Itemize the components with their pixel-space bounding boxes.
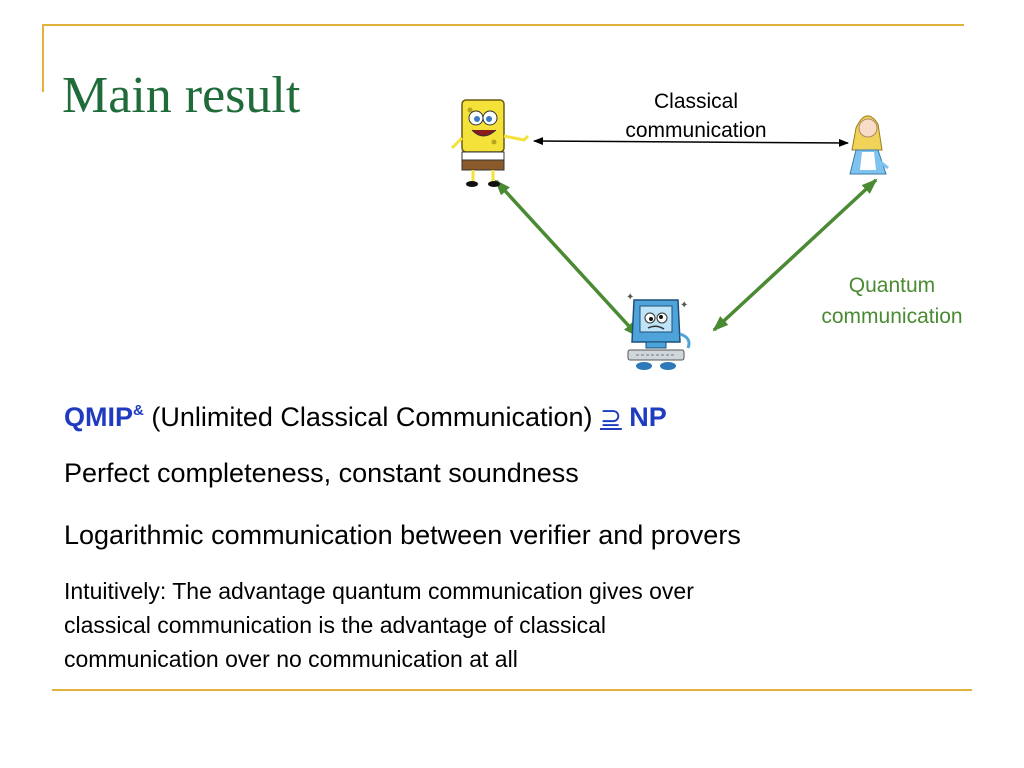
intuition-line-3: communication over no communication at a…: [64, 646, 518, 672]
computer-verifier-icon: ✦ ✦: [626, 292, 691, 370]
main-result-statement: QMIP& (Unlimited Classical Communication…: [64, 394, 667, 435]
complexity-class-superscript: &: [133, 402, 144, 419]
complexity-class-name: QMIP: [64, 402, 134, 432]
quantum-communication-label: Quantum communication: [792, 270, 992, 332]
quantum-arrow-left: [494, 179, 640, 338]
quantum-label-line1: Quantum: [848, 274, 936, 297]
condition-text: (Unlimited Classical Communication): [143, 402, 600, 432]
quantum-arrow-right: [712, 178, 878, 332]
classical-communication-label: Classical communication: [596, 87, 796, 145]
frame-left-border: [42, 24, 44, 92]
alice-prover-icon: [849, 115, 889, 175]
intuition-line-1: Intuitively: The advantage quantum commu…: [64, 578, 694, 604]
sponge-prover-icon: [450, 99, 530, 187]
intuition-paragraph: Intuitively: The advantage quantum commu…: [64, 574, 924, 676]
target-class-name: NP: [621, 402, 667, 432]
svg-text:✦: ✦: [626, 292, 634, 303]
intuition-line-2: classical communication is the advantage…: [64, 612, 607, 638]
frame-bottom-border: [52, 689, 972, 691]
classical-arrow: [533, 137, 849, 147]
classical-label-line2: communication: [625, 119, 767, 142]
completeness-statement: Perfect completeness, constant soundness: [64, 458, 579, 488]
quantum-label-line2: communication: [821, 305, 963, 328]
communication-statement: Logarithmic communication between verifi…: [64, 520, 741, 550]
supset-symbol: ⊇: [600, 403, 622, 433]
communication-diagram: ✦ ✦: [450, 99, 889, 370]
frame-top-border: [42, 24, 964, 26]
svg-text:✦: ✦: [680, 300, 688, 311]
classical-label-line1: Classical: [653, 90, 739, 113]
slide-title: Main result: [62, 67, 301, 124]
